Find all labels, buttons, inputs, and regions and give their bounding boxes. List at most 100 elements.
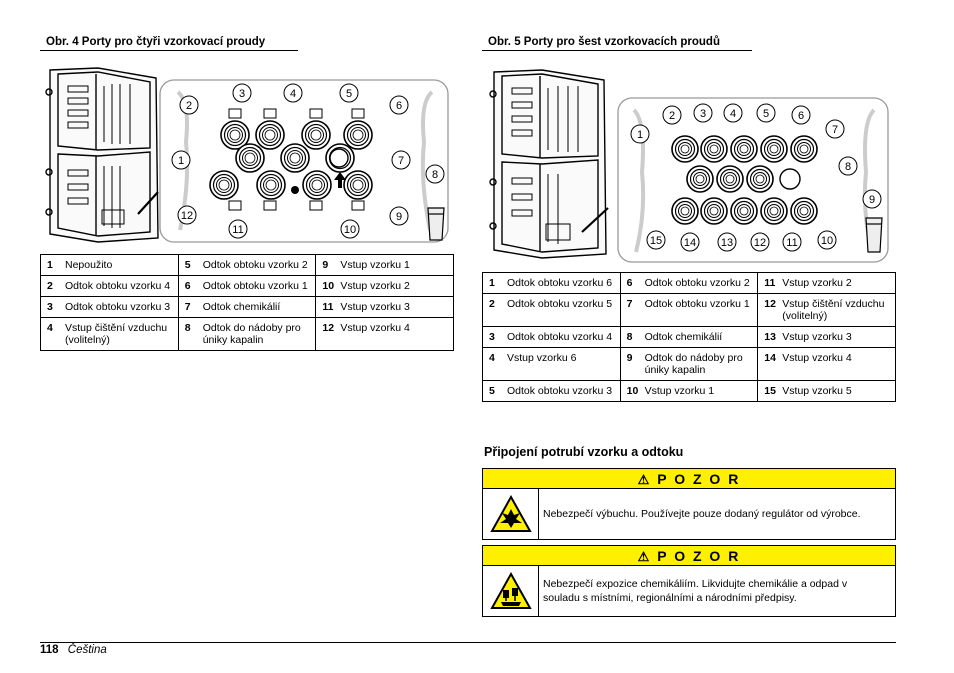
callout-5: 5: [339, 83, 359, 103]
bypass-drain-port: [730, 135, 758, 163]
callout-4: 4: [283, 83, 303, 103]
center-port: [686, 165, 714, 193]
center-port: [716, 165, 744, 193]
legend-text: Vstup vzorku 3: [782, 331, 852, 343]
svg-text:9: 9: [396, 211, 402, 223]
legend-text: Vstup vzorku 5: [782, 385, 852, 397]
svg-text:2: 2: [669, 110, 675, 122]
bypass-drain-port: [301, 120, 331, 150]
callout-4: 4: [723, 103, 743, 123]
center-port: [746, 165, 774, 193]
legend-text: Vstup vzorku 1: [340, 259, 410, 271]
svg-text:7: 7: [398, 155, 404, 167]
callout-3: 3: [232, 83, 252, 103]
svg-text:11: 11: [232, 224, 243, 236]
legend-number: 14: [764, 352, 776, 364]
chemical-hazard-icon: [483, 566, 539, 616]
svg-text:1: 1: [637, 129, 643, 141]
legend-text: Odtok obtoku vzorku 2: [644, 277, 750, 289]
svg-text:15: 15: [650, 235, 662, 247]
bypass-drain-port: [671, 135, 699, 163]
sample-inlet-port: [790, 197, 818, 225]
legend-text: Odtok obtoku vzorku 3: [507, 385, 613, 397]
callout-8: 8: [425, 164, 445, 184]
legend-number: 8: [626, 331, 633, 343]
callout-3: 3: [693, 103, 713, 123]
legend-number: 5: [489, 385, 495, 397]
legend-text: Vstup čištění vzduchu (volitelný): [782, 298, 885, 322]
legend-number: 7: [626, 298, 633, 310]
analyzer-enclosure-figure4: [45, 67, 159, 243]
warning-triangle-icon: ⚠: [637, 549, 652, 564]
caution-label: P O Z O R: [657, 471, 741, 487]
svg-text:13: 13: [721, 237, 733, 249]
legend-number: 1: [47, 259, 53, 271]
svg-text:10: 10: [344, 224, 356, 236]
callout-1: 1: [171, 150, 191, 170]
legend-number: 10: [626, 385, 639, 397]
page-footer: 118 Čeština: [40, 644, 107, 656]
legend-text: Odtok obtoku vzorku 6: [507, 277, 613, 289]
legend-text: Odtok do nádoby pro úniky kapalin: [202, 322, 301, 346]
figure5-title: Obr. 5 Porty pro šest vzorkovacích proud…: [482, 36, 752, 51]
legend-text: Odtok obtoku vzorku 1: [202, 280, 308, 292]
caution-text: Nebezpečí expozice chemikáliím. Likviduj…: [543, 578, 848, 604]
legend-number: 1: [489, 277, 495, 289]
analyzer-enclosure-figure5: [489, 69, 609, 259]
svg-text:10: 10: [821, 235, 833, 247]
bypass-drain-port: [255, 120, 285, 150]
callout-2: 2: [179, 95, 199, 115]
svg-text:3: 3: [239, 88, 245, 100]
callout-7: 7: [825, 119, 845, 139]
legend-text: Odtok obtoku vzorku 5: [507, 298, 613, 310]
page-number: 118: [40, 644, 59, 656]
legend-number: 7: [184, 301, 191, 313]
sample-inlet-port: [209, 170, 239, 200]
caution-header: ⚠ P O Z O R: [483, 469, 895, 489]
legend-text: Vstup vzorku 3: [340, 301, 410, 313]
svg-text:14: 14: [684, 237, 696, 249]
legend-number: 3: [489, 331, 495, 343]
legend-text: Odtok chemikálií: [644, 331, 723, 343]
legend-text: Odtok obtoku vzorku 2: [202, 259, 308, 271]
bypass-drain-port: [790, 135, 818, 163]
sample-inlet-port: [343, 170, 373, 200]
legend-number: 2: [47, 280, 53, 292]
bypass-drain-port: [220, 120, 250, 150]
svg-text:11: 11: [786, 237, 797, 249]
chemical-drain-arrow-icon: [334, 172, 346, 188]
center-port: [235, 143, 265, 173]
legend-text: Vstup vzorku 4: [782, 352, 852, 364]
legend-text: Odtok obtoku vzorku 3: [65, 301, 171, 313]
legend-number: 15: [764, 385, 776, 397]
svg-text:2: 2: [186, 100, 192, 112]
legend-cell: 3 Odtok obtoku vzorku 4: [482, 326, 621, 348]
legend-text: Odtok obtoku vzorku 4: [507, 331, 613, 343]
svg-text:12: 12: [754, 237, 766, 249]
legend-number: 4: [47, 322, 53, 334]
sample-inlet-port: [730, 197, 758, 225]
svg-text:6: 6: [798, 110, 804, 122]
callout-7: 7: [391, 150, 411, 170]
callout-2: 2: [662, 105, 682, 125]
drain-fitting-figure4: [427, 207, 445, 241]
ports-figure4: [209, 108, 373, 211]
svg-text:5: 5: [763, 108, 769, 120]
svg-text:8: 8: [845, 161, 851, 173]
legend-number: 4: [489, 352, 495, 364]
unused-port: [329, 148, 349, 168]
